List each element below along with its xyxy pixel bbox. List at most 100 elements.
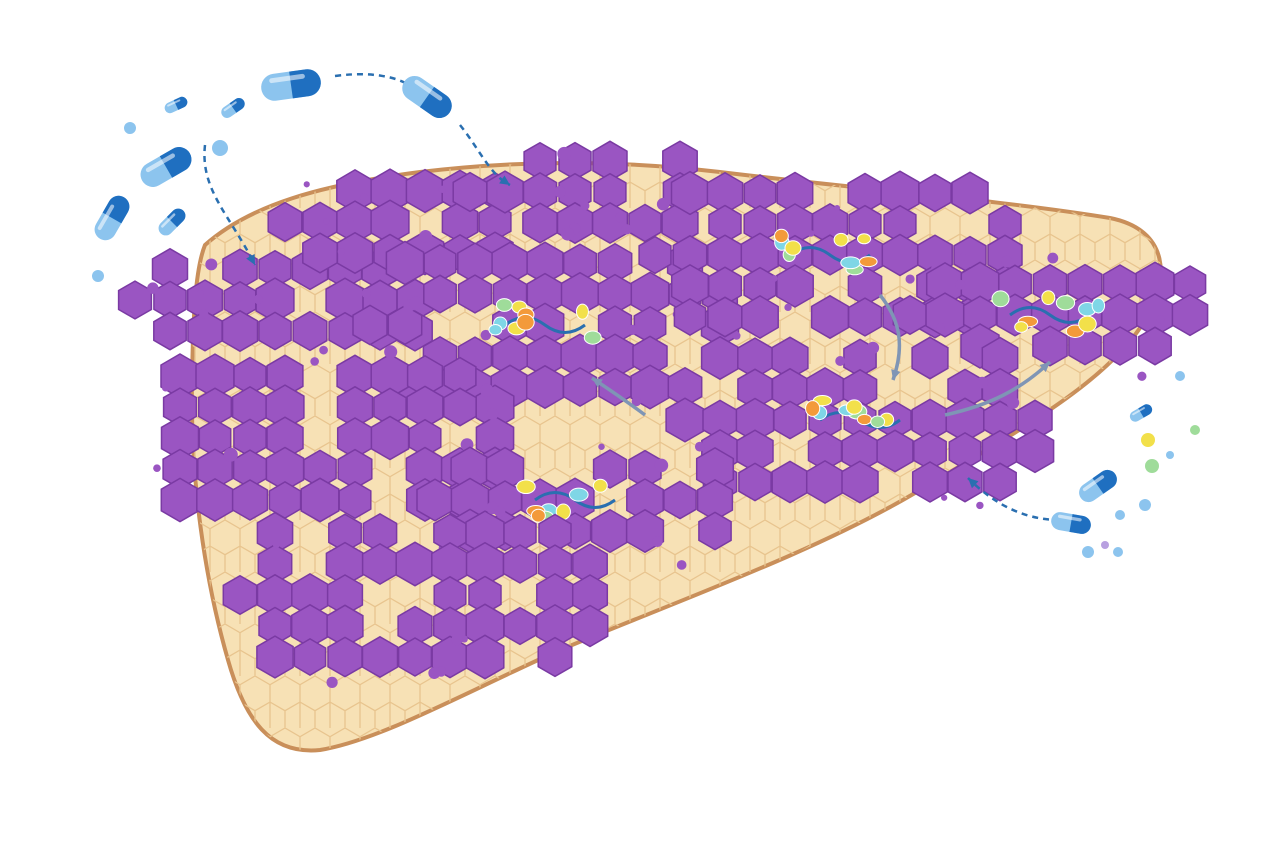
cell-debris bbox=[480, 383, 494, 397]
cancer-cell bbox=[847, 297, 883, 337]
drug-capsule-icon bbox=[261, 69, 321, 101]
cell-debris bbox=[694, 441, 705, 452]
cancer-cell bbox=[562, 367, 598, 407]
drug-particle bbox=[1145, 459, 1159, 473]
cell-debris bbox=[807, 230, 815, 237]
cell-debris bbox=[384, 345, 398, 359]
cell-debris bbox=[409, 296, 423, 310]
cancer-cell bbox=[810, 294, 850, 340]
cell-debris bbox=[341, 317, 349, 325]
cell-debris bbox=[835, 356, 846, 366]
cancer-cell bbox=[628, 203, 662, 243]
cancer-cell bbox=[385, 240, 425, 286]
drug-particle bbox=[805, 400, 821, 417]
cancer-cell bbox=[370, 415, 410, 461]
cancer-cell bbox=[222, 574, 258, 616]
drug-particle bbox=[1091, 297, 1106, 314]
cancer-cell bbox=[292, 310, 328, 352]
cell-debris bbox=[147, 282, 159, 294]
cell-debris bbox=[1046, 329, 1054, 337]
cell-debris bbox=[1137, 371, 1147, 381]
drug-particle bbox=[516, 313, 535, 331]
cell-debris bbox=[676, 560, 687, 570]
cancer-cell bbox=[465, 634, 505, 680]
drug-particle bbox=[583, 330, 602, 345]
cancer-cell bbox=[776, 264, 814, 308]
cell-cluster bbox=[117, 247, 434, 366]
cell-debris bbox=[494, 505, 506, 518]
cancer-cell bbox=[267, 201, 303, 243]
cell-debris bbox=[1006, 396, 1020, 409]
cell-debris bbox=[197, 289, 204, 297]
cell-debris bbox=[272, 541, 280, 549]
cancer-cell bbox=[117, 280, 153, 320]
arrowhead bbox=[499, 175, 510, 185]
drug-capsule-icon bbox=[164, 96, 188, 114]
cell-debris bbox=[451, 634, 463, 646]
cell-debris bbox=[976, 376, 989, 389]
dashed-arrow-icon bbox=[334, 72, 422, 96]
cell-clusters bbox=[117, 140, 1209, 688]
cancer-cell bbox=[503, 606, 537, 646]
drug-particle bbox=[1141, 433, 1155, 447]
cell-debris bbox=[580, 201, 590, 211]
cell-debris bbox=[199, 309, 209, 319]
drug-particle bbox=[488, 324, 503, 336]
cancer-cell bbox=[457, 274, 493, 314]
cell-debris bbox=[1047, 252, 1059, 264]
cell-debris bbox=[627, 324, 638, 336]
cancer-cell bbox=[338, 480, 372, 520]
cell-debris bbox=[654, 458, 669, 473]
cell-debris bbox=[560, 227, 575, 241]
drug-particle bbox=[1113, 547, 1123, 557]
cell-debris bbox=[941, 494, 948, 501]
cell-debris bbox=[347, 217, 354, 225]
cancer-cell bbox=[571, 604, 609, 648]
cell-debris bbox=[205, 258, 218, 271]
drug-particle bbox=[784, 240, 802, 256]
drug-particle bbox=[516, 479, 536, 495]
cell-debris bbox=[223, 447, 238, 462]
cell-debris bbox=[976, 501, 984, 510]
dashed-arrow-icon bbox=[944, 360, 1052, 417]
arrows bbox=[203, 72, 1061, 522]
dashed-arrow-icon bbox=[203, 144, 257, 266]
drug-particle bbox=[592, 478, 608, 493]
drug-capsule-icon bbox=[1051, 512, 1091, 534]
cell-debris bbox=[732, 331, 741, 340]
cancer-cell bbox=[918, 173, 952, 213]
cell-debris bbox=[621, 224, 632, 235]
cell-debris bbox=[319, 345, 328, 355]
drug-particle bbox=[568, 487, 589, 502]
drug-particle bbox=[1166, 451, 1174, 459]
cancer-cell bbox=[423, 274, 457, 314]
cell-debris bbox=[827, 438, 836, 447]
drug-particle bbox=[212, 140, 228, 156]
cancer-cell bbox=[983, 462, 1017, 502]
drug-capsule-icon bbox=[221, 98, 245, 118]
cell-debris bbox=[784, 303, 792, 312]
cancer-cell bbox=[1171, 293, 1209, 337]
drug-capsule-icon bbox=[1079, 469, 1117, 503]
arrowhead bbox=[968, 478, 979, 489]
drug-particle bbox=[1014, 321, 1029, 333]
drug-particle bbox=[857, 233, 872, 245]
drug-capsule-icon bbox=[1129, 404, 1153, 422]
cell-cluster bbox=[638, 170, 1023, 340]
arrowhead bbox=[1039, 362, 1050, 373]
dashed-arrow-icon bbox=[878, 293, 902, 381]
cell-debris bbox=[652, 536, 663, 548]
cell-debris bbox=[303, 181, 310, 188]
cancer-cell bbox=[911, 336, 949, 380]
cancer-cell bbox=[153, 311, 187, 351]
cancer-cell bbox=[673, 298, 707, 336]
cancer-cell bbox=[525, 364, 565, 410]
drug-particle bbox=[1175, 371, 1185, 381]
dashed-arrow-icon bbox=[967, 477, 1061, 522]
cancer-cell bbox=[841, 460, 879, 504]
drug-particle bbox=[495, 298, 513, 312]
cell-cluster bbox=[222, 501, 609, 688]
cancer-cell bbox=[256, 635, 294, 679]
cancer-cell bbox=[352, 304, 388, 346]
